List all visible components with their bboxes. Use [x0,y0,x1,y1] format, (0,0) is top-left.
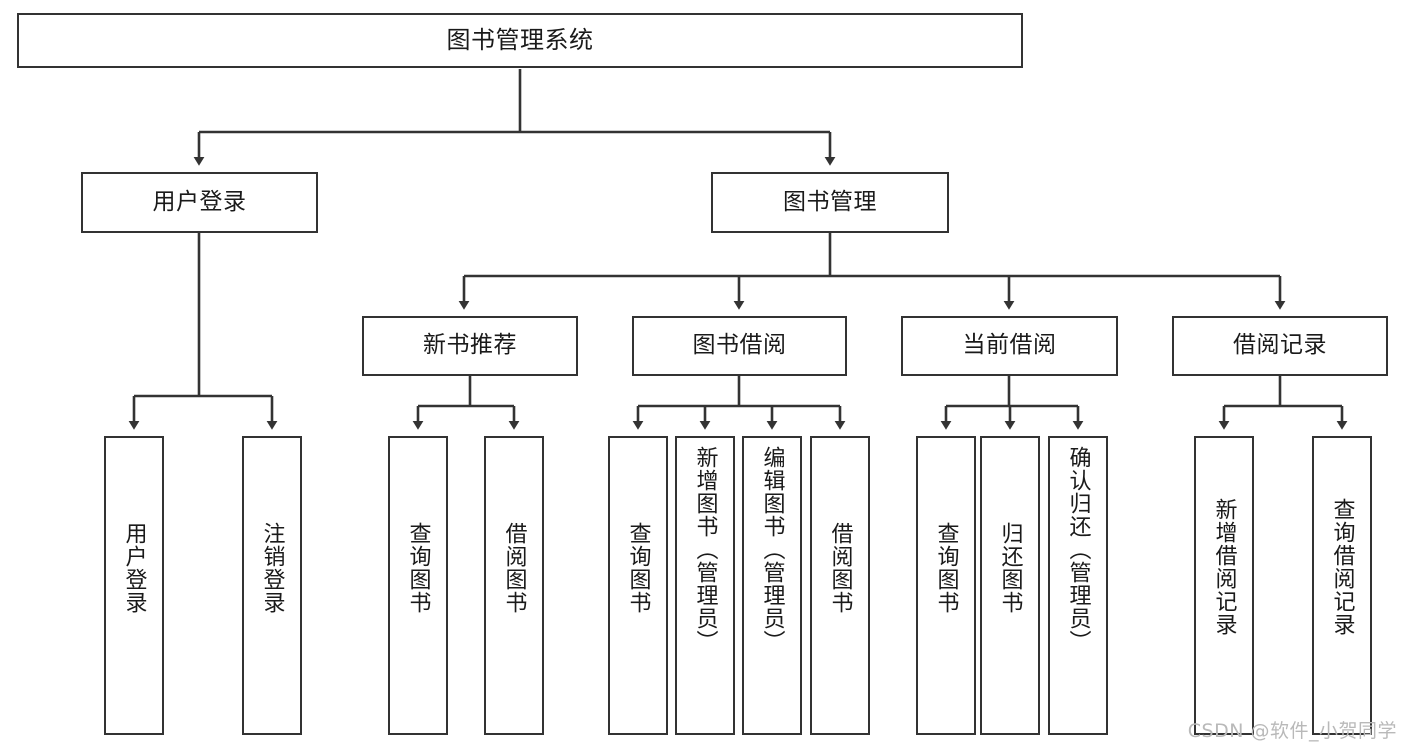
node-current-borrow-label: 当前借阅 [962,332,1057,359]
node-root-label: 图书管理系统 [446,26,594,55]
node-leaf-query-record[interactable]: 查询借阅记录 [1312,436,1372,735]
node-leaf-add-book-label: 新增图书（管理员） [692,446,718,653]
node-new-book-recommend[interactable]: 新书推荐 [362,316,578,376]
node-new-book-recommend-label: 新书推荐 [423,332,517,359]
node-leaf-user-login-label: 用户登录 [121,522,147,614]
node-book-management[interactable]: 图书管理 [711,172,949,233]
node-leaf-query-book-2[interactable]: 查询图书 [608,436,668,735]
node-leaf-user-login[interactable]: 用户登录 [104,436,164,735]
node-leaf-query-book-1[interactable]: 查询图书 [388,436,448,735]
node-leaf-query-record-label: 查询借阅记录 [1329,498,1355,636]
node-leaf-query-book-1-label: 查询图书 [405,522,431,614]
node-book-borrow[interactable]: 图书借阅 [632,316,847,376]
node-leaf-borrow-book-1[interactable]: 借阅图书 [484,436,544,735]
node-leaf-borrow-book-2[interactable]: 借阅图书 [810,436,870,735]
node-leaf-confirm-return[interactable]: 确认归还（管理员） [1048,436,1108,735]
node-leaf-edit-book[interactable]: 编辑图书（管理员） [742,436,802,735]
node-current-borrow[interactable]: 当前借阅 [901,316,1118,376]
node-leaf-borrow-book-2-label: 借阅图书 [827,522,853,614]
node-leaf-logout-label: 注销登录 [259,522,285,614]
node-leaf-query-book-2-label: 查询图书 [625,522,651,614]
node-leaf-return-book-label: 归还图书 [997,522,1023,614]
node-leaf-return-book[interactable]: 归还图书 [980,436,1040,735]
node-user-login[interactable]: 用户登录 [81,172,318,233]
node-leaf-query-book-3-label: 查询图书 [933,522,959,614]
node-book-borrow-label: 图书借阅 [692,332,787,359]
node-leaf-confirm-return-label: 确认归还（管理员） [1065,446,1091,653]
node-leaf-logout[interactable]: 注销登录 [242,436,302,735]
node-borrow-record-label: 借阅记录 [1233,332,1327,359]
node-leaf-query-book-3[interactable]: 查询图书 [916,436,976,735]
node-leaf-add-record[interactable]: 新增借阅记录 [1194,436,1254,735]
node-book-management-label: 图书管理 [783,188,877,215]
node-borrow-record[interactable]: 借阅记录 [1172,316,1388,376]
node-root[interactable]: 图书管理系统 [17,13,1023,68]
node-leaf-edit-book-label: 编辑图书（管理员） [759,446,785,653]
node-user-login-label: 用户登录 [152,188,247,215]
node-leaf-add-record-label: 新增借阅记录 [1211,498,1237,636]
node-leaf-add-book[interactable]: 新增图书（管理员） [675,436,735,735]
node-leaf-borrow-book-1-label: 借阅图书 [501,522,527,614]
